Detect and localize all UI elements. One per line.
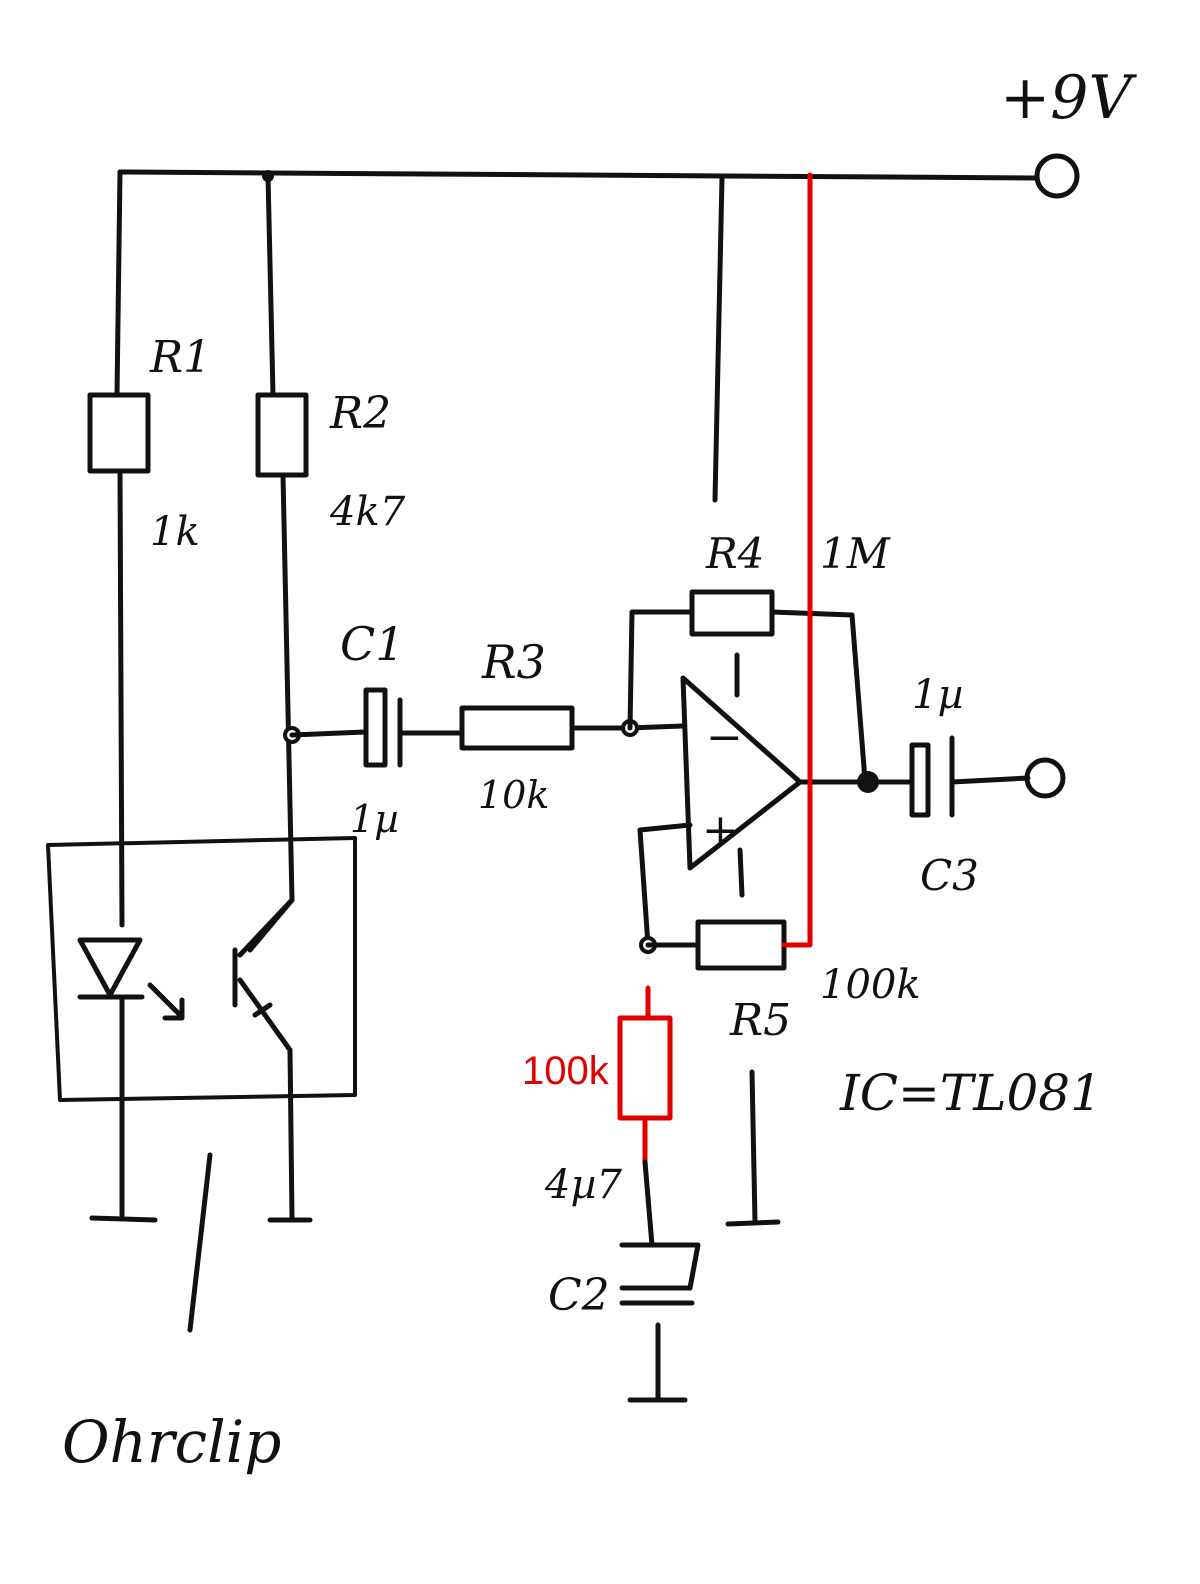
c3-name: C3 xyxy=(920,851,979,900)
ground-3 xyxy=(725,1219,781,1227)
c1-name: C1 xyxy=(340,617,404,671)
ic-type-note: IC=TL081 xyxy=(839,1064,1102,1122)
opamp-minus: − xyxy=(706,712,743,763)
r2-resistor xyxy=(255,392,309,478)
opamp-plus: + xyxy=(702,805,739,856)
r3-value: 10k xyxy=(478,773,549,817)
supply-label: +9V xyxy=(1000,63,1137,133)
r3-resistor xyxy=(459,705,575,751)
r2-name: R2 xyxy=(329,388,391,439)
r2-wire-top xyxy=(265,173,276,398)
c1-wire-left xyxy=(289,729,368,738)
c1-capacitor xyxy=(363,687,403,768)
c2-value: 4µ7 xyxy=(544,1162,622,1208)
ground-1 xyxy=(89,1215,158,1223)
c2-capacitor xyxy=(619,1242,701,1306)
opamp-triangle xyxy=(680,675,803,871)
led-symbol xyxy=(77,937,145,1000)
supply-rail xyxy=(117,169,1039,181)
r2-wire-bottom xyxy=(247,472,295,953)
optocoupler-box xyxy=(46,836,357,1102)
c3-value: 1µ xyxy=(912,672,963,718)
c2-wire-top xyxy=(642,1159,655,1248)
c3-capacitor xyxy=(865,735,1031,818)
phototransistor xyxy=(232,897,295,1053)
led-light-arrow xyxy=(147,982,185,1021)
r4-feedback-wire xyxy=(627,609,868,783)
r5-resistor xyxy=(695,919,787,971)
r1-value: 1k xyxy=(150,509,200,555)
r1-name: R1 xyxy=(149,332,211,383)
r1-wire-top xyxy=(114,169,123,398)
output-terminal xyxy=(1024,757,1066,799)
r5-ground-wire xyxy=(749,1069,758,1225)
cable-line xyxy=(187,1152,213,1333)
r3-name: R3 xyxy=(481,635,546,689)
r4-name: R4 xyxy=(705,529,764,578)
r4-resistor xyxy=(689,589,775,637)
red-added-resistor[interactable] xyxy=(617,1015,673,1121)
r2-value: 4k7 xyxy=(329,489,406,535)
opamp-ground-pin xyxy=(737,847,745,898)
r1-wire-bottom xyxy=(117,468,125,928)
r4-value: 1M xyxy=(820,529,891,578)
r1-resistor xyxy=(87,392,151,474)
rail-drop-wire xyxy=(712,175,725,503)
noninverting-wire xyxy=(637,822,693,948)
red-resistor-value: 100k xyxy=(522,1049,610,1093)
supply-terminal xyxy=(1034,153,1080,199)
r5-name: R5 xyxy=(729,995,791,1046)
module-label: Ohrclip xyxy=(62,1408,281,1476)
c2-name: C2 xyxy=(548,1270,610,1321)
r5-value: 100k xyxy=(820,962,921,1008)
red-supply-wire[interactable] xyxy=(781,172,813,948)
transistor-wire-bottom xyxy=(287,1047,295,1221)
c1-value: 1µ xyxy=(350,797,399,841)
